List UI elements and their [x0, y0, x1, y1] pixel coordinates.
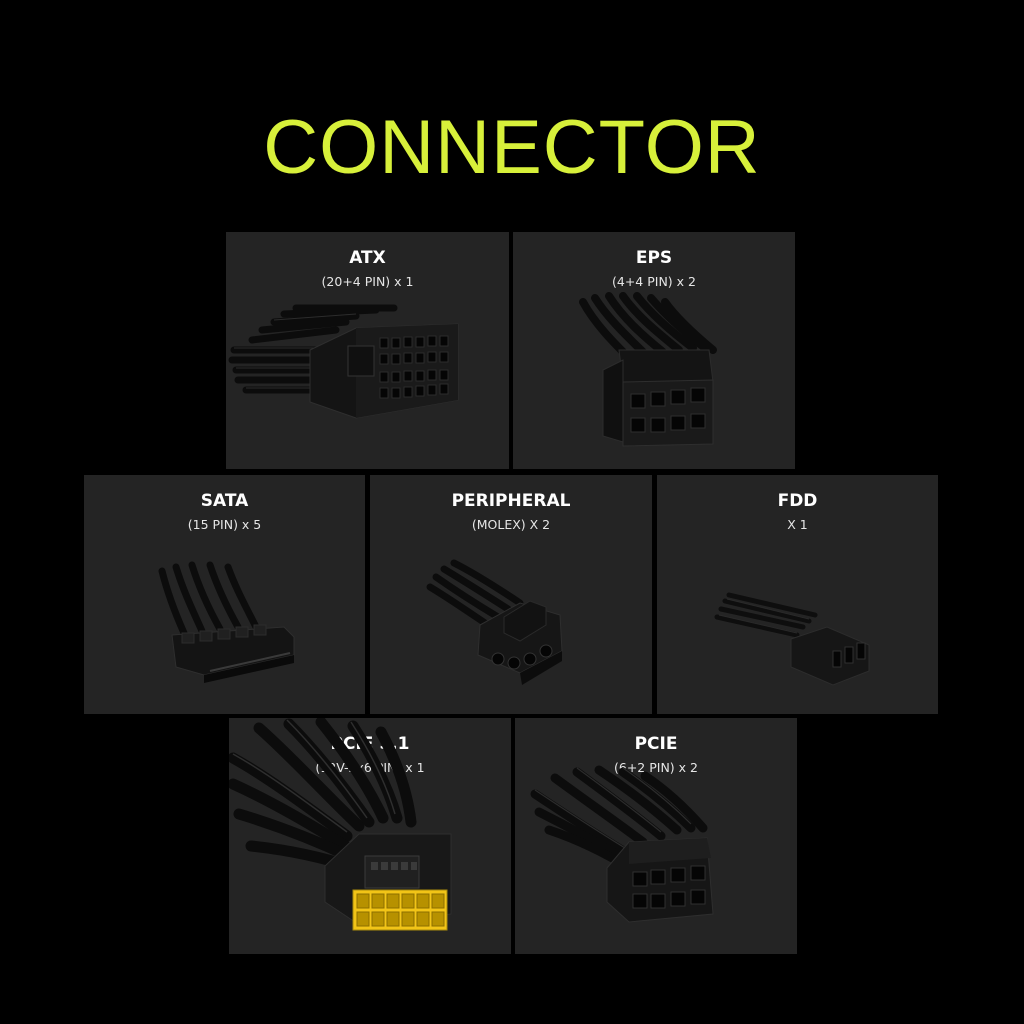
connector-card-eps: EPS (4+4 PIN) x 2 [513, 232, 795, 469]
atx-24pin-connector-icon [228, 304, 459, 419]
connector-name: EPS [635, 248, 673, 268]
connector-name: PERIPHERAL [451, 491, 571, 511]
connector-name: ATX [349, 248, 386, 268]
connector-spec: (6+2 PIN) x 2 [614, 760, 698, 775]
connector-card-fdd: FDD X 1 [657, 475, 938, 714]
connector-card-peripheral: PERIPHERAL (MOLEX) X 2 [370, 475, 652, 714]
page-title: CONNECTOR [263, 105, 761, 190]
connector-name: PCIE [634, 734, 678, 754]
sata-power-connector-icon [158, 561, 295, 683]
connector-spec: X 1 [787, 517, 808, 532]
connector-card-sata: SATA (15 PIN) x 5 [84, 475, 365, 714]
connector-name: FDD [777, 491, 818, 511]
connector-spec: (15 PIN) x 5 [187, 517, 262, 532]
pcie-12v-2x6-connector-icon [229, 718, 452, 931]
pcie-6plus2-connector-icon [530, 765, 714, 923]
fdd-connector-icon [714, 592, 870, 686]
molex-connector-icon [426, 559, 563, 685]
connector-name: SATA [200, 491, 249, 511]
connector-spec: (20+4 PIN) x 1 [321, 274, 414, 289]
eps-8pin-connector-icon [579, 292, 717, 447]
connector-spec: (4+4 PIN) x 2 [612, 274, 696, 289]
connector-card-pcie-5-1: PCIE 5.1 (12V-2x6 PIN) x 1 [229, 718, 511, 954]
connector-spec: (MOLEX) X 2 [471, 517, 551, 532]
connector-card-atx: ATX (20+4 PIN) x 1 [226, 232, 509, 469]
connector-card-pcie: PCIE (6+2 PIN) x 2 [515, 718, 797, 954]
